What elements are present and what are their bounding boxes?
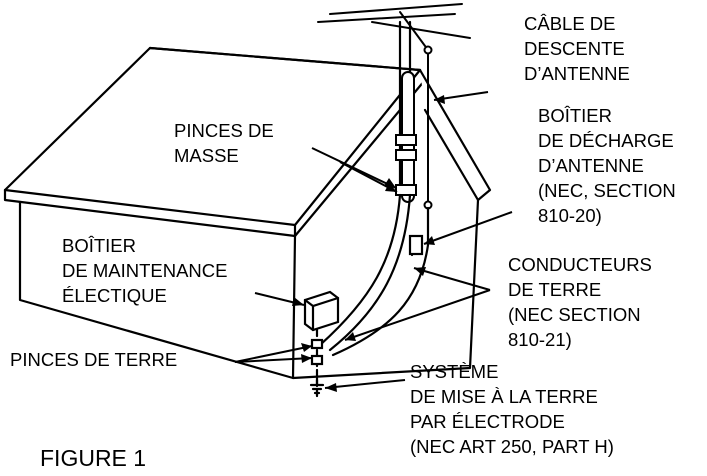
label-ground-clamps-mass: PINCES DE MASSE	[174, 120, 274, 166]
label-line: DE MAINTENANCE	[62, 260, 228, 281]
label-line: D’ANTENNE	[538, 155, 644, 176]
label-line: (NEC, SECTION	[538, 180, 676, 201]
house-side-wall	[18, 200, 295, 380]
mast-clamp-2	[395, 149, 417, 161]
antenna-boom	[371, 21, 471, 39]
house-drawing	[3, 46, 492, 380]
discharge-unit	[408, 234, 424, 256]
label-grounding-conductors: CONDUCTEURS DE TERRE (NEC SECTION 810-21…	[508, 254, 652, 350]
label-line: SYSTÈME	[410, 361, 498, 382]
mast-clamp-3	[395, 184, 417, 196]
label-line: BOÎTIER	[62, 235, 136, 256]
grounding-conductors	[303, 193, 430, 402]
house-front-wall	[291, 198, 480, 380]
label-electrode-system: SYSTÈME DE MISE À LA TERRE PAR ÉLECTRODE…	[410, 361, 614, 457]
antenna-element-mid	[317, 13, 456, 23]
label-line: (NEC ART 250, PART H)	[410, 436, 614, 457]
label-line: DE MISE À LA TERRE	[410, 386, 598, 407]
arrowheads	[292, 95, 445, 392]
figure-caption: FIGURE 1	[40, 445, 146, 471]
antenna-diag	[399, 11, 429, 51]
roof-right-slope	[418, 68, 492, 202]
label-line: DE TERRE	[508, 279, 601, 300]
antenna	[317, 3, 471, 210]
label-line: DESCENTE	[524, 38, 625, 59]
label-antenna-lead-in-wire: CÂBLE DE DESCENTE D’ANTENNE	[524, 13, 630, 84]
ground-clamp-2	[310, 354, 324, 366]
label-line: D’ANTENNE	[524, 63, 630, 84]
label-line: PAR ÉLECTRODE	[410, 411, 565, 432]
label-line: BOÎTIER	[538, 105, 612, 126]
label-line: MASSE	[174, 145, 239, 166]
mast-clamp-1	[395, 134, 417, 146]
antenna-element-top	[329, 3, 463, 15]
label-antenna-discharge-unit: BOÎTIER DE DÉCHARGE D’ANTENNE (NEC, SECT…	[538, 105, 676, 226]
label-line: ÉLECTIQUE	[62, 285, 167, 306]
label-line: PINCES DE	[174, 120, 274, 141]
label-line: DE DÉCHARGE	[538, 130, 674, 151]
label-line: 810-21)	[508, 329, 572, 350]
ground-clamp-1	[310, 338, 324, 350]
service-box	[303, 290, 340, 332]
label-line: CONDUCTEURS	[508, 254, 652, 275]
label-electric-service-box: BOÎTIER DE MAINTENANCE ÉLECTIQUE	[62, 235, 228, 306]
label-ground-clamps-earth: PINCES DE TERRE	[10, 349, 177, 370]
label-line: CÂBLE DE	[524, 13, 616, 34]
label-line: 810-20)	[538, 205, 602, 226]
label-line: (NEC SECTION	[508, 304, 641, 325]
label-line: PINCES DE TERRE	[10, 349, 177, 370]
ground-symbol	[309, 376, 325, 395]
roof-eave	[3, 188, 297, 238]
